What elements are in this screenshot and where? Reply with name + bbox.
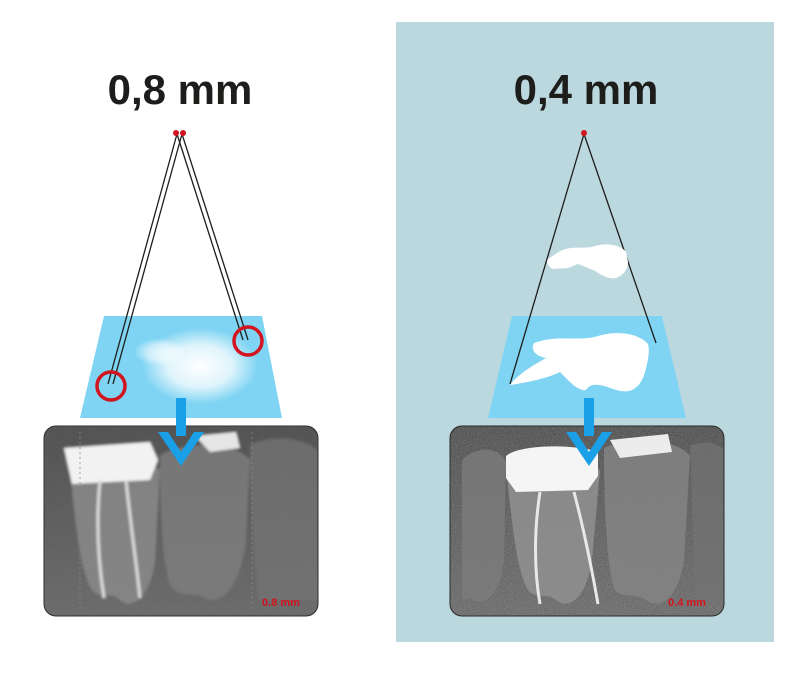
left-detector-plate [80, 316, 282, 418]
projected-tooth-shape [510, 333, 649, 392]
blurred-tooth-shadow-secondary [134, 338, 186, 366]
right-focal-spot [581, 130, 587, 136]
left-blur-circle-low [95, 370, 127, 402]
right-xray-image: 0.4 mm [449, 425, 725, 617]
left-panel-title: 0,8 mm [108, 66, 253, 113]
left-blur-circle-high [232, 325, 264, 357]
left-ray-lines [107, 133, 249, 385]
left-focal-spot-b [180, 130, 186, 136]
right-panel-title: 0,4 mm [514, 66, 659, 113]
right-ray-lines [509, 133, 657, 385]
right-down-arrow-icon [566, 398, 612, 466]
left-focal-spot-a [173, 130, 179, 136]
object-tooth-shape [547, 244, 628, 279]
left-xray-label: 0.8 mm [262, 597, 300, 609]
left-down-arrow-icon [158, 398, 204, 466]
right-xray-label: 0.4 mm [668, 597, 706, 609]
